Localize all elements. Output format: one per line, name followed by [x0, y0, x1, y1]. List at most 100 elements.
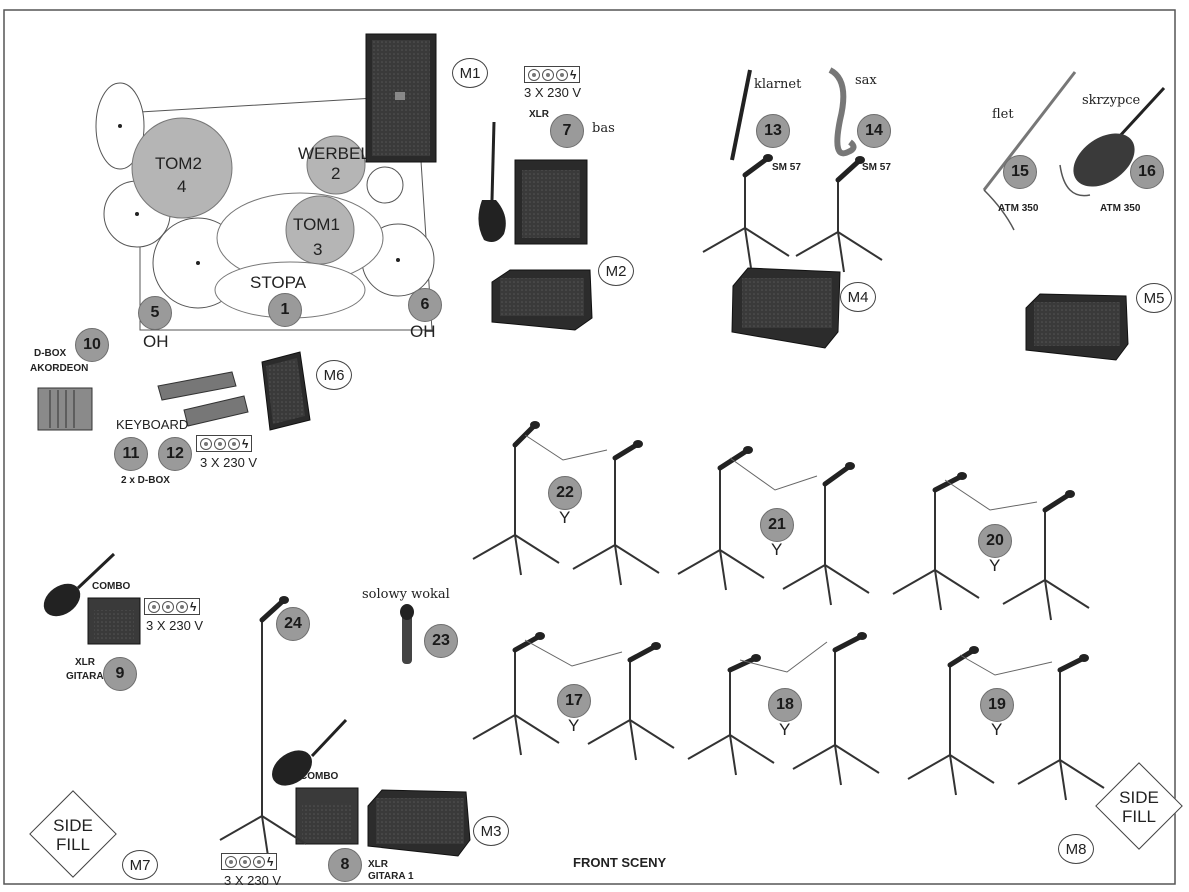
monitor-m7-label: M7 — [122, 850, 158, 880]
clarinet-icon — [730, 69, 752, 161]
flet-number: 15 — [1003, 155, 1037, 189]
hihat — [366, 166, 404, 204]
vocal-stand-number: 24 — [276, 607, 310, 641]
monitor-m1-label: M1 — [452, 58, 488, 88]
wedge-m5-icon — [1025, 293, 1129, 361]
keyboard-speaker-icon — [261, 351, 311, 431]
vocal-pair-18-stand-left-icon — [687, 654, 775, 776]
keyboard-power-socket-icon: ϟ — [196, 435, 253, 452]
vocal-pair-21-stand-left-icon — [677, 446, 765, 591]
tom2-drum — [131, 117, 233, 219]
sax-mic-stand-icon — [795, 156, 883, 273]
oh-left-number: 5 — [138, 296, 172, 330]
vocal-mic-number-20: 20 — [978, 524, 1012, 558]
vocal-pair-20-stand-right-icon — [1002, 490, 1090, 621]
vocal-mic-number-18: 18 — [768, 688, 802, 722]
vocal-24-stand-icon — [219, 596, 307, 857]
bass-amp-icon — [514, 159, 588, 245]
vocal-pair-19-stand-left-icon — [907, 646, 995, 796]
klarnet-label: klarnet — [754, 77, 802, 92]
sax-number: 14 — [857, 114, 891, 148]
oh-left-label: OH — [143, 332, 169, 351]
snare-drum — [306, 135, 366, 195]
flet-mic-label: ATM 350 — [998, 203, 1039, 214]
guitar2-power-label: 3 X 230 V — [146, 618, 204, 633]
vocal-mic-y-mark-18: Y — [779, 720, 791, 739]
acoustic-guitar-1-icon — [272, 718, 348, 786]
vocal-pair-17-cable-line — [524, 639, 623, 667]
monitor-m3-label: M3 — [473, 816, 509, 846]
drum-speaker-icon — [365, 33, 437, 163]
vocal-pair-20-stand-left-icon — [892, 472, 980, 611]
werbel-label: WERBEL — [298, 144, 370, 163]
side-fill-left-line1: SIDE — [53, 816, 93, 835]
vocal-mic-number-17: 17 — [557, 684, 591, 718]
tom2-label: TOM2 — [155, 154, 202, 173]
bass-xlr-label: XLR — [529, 109, 549, 120]
stopa-number: 1 — [268, 293, 302, 327]
solo-vocal-number: 23 — [424, 624, 458, 658]
sax-mic-label: SM 57 — [862, 162, 891, 173]
skrzypce-mic-label: ATM 350 — [1100, 203, 1141, 214]
skrzypce-label: skrzypce — [1082, 93, 1141, 108]
keyboard-icon-top — [157, 371, 237, 401]
guitar2-xlr-label: XLR — [75, 657, 95, 668]
solo-vocal-label: solowy wokal — [362, 587, 450, 602]
werbel-number: 2 — [331, 164, 341, 183]
monitor-m4-label: M4 — [840, 282, 876, 312]
bass-number: 7 — [550, 114, 584, 148]
vocal-pair-19-cable-line — [959, 654, 1053, 676]
combo-amp-1-icon — [295, 787, 359, 845]
solo-handheld-mic-icon — [400, 604, 414, 664]
front-of-stage-label: FRONT SCENY — [573, 855, 667, 870]
bass-label: bas — [592, 121, 615, 136]
vocal-pair-21-stand-right-icon — [782, 462, 870, 606]
wedge-m3-icon — [367, 789, 471, 857]
vocal-pair-20-cable-line — [944, 479, 1038, 511]
keyboard-dbox-label: 2 x D-BOX — [121, 475, 170, 486]
side-fill-right-line1: SIDE — [1119, 788, 1159, 807]
violin-icon — [1059, 86, 1166, 197]
combo-amp-2-icon — [87, 597, 141, 645]
guitar2-power-socket-icon: ϟ — [144, 598, 201, 615]
monitor-m8-label: M8 — [1058, 834, 1094, 864]
vocal-mic-number-21: 21 — [760, 508, 794, 542]
stopa-label: STOPA — [250, 273, 307, 292]
oh-right-label: OH — [410, 322, 436, 341]
keyboard-power-label: 3 X 230 V — [200, 455, 258, 470]
guitar2-combo-label: COMBO — [92, 581, 131, 592]
side-fill-left-line2: FILL — [55, 834, 91, 854]
vocal-mic-y-mark-17: Y — [568, 716, 580, 735]
klarnet-mic-stand-icon — [702, 154, 790, 269]
accordion-dbox-label: D-BOX — [34, 348, 67, 359]
guitar1-xlr-label: XLR — [368, 859, 388, 870]
vocal-mic-y-mark-22: Y — [559, 508, 571, 527]
saxophone-icon — [828, 67, 857, 157]
guitar1-power-socket-icon: ϟ — [221, 853, 278, 870]
accordion-label: AKORDEON — [30, 363, 89, 374]
vocal-pair-22-stand-right-icon — [572, 440, 660, 586]
vocal-pair-19-stand-right-icon — [1017, 654, 1105, 801]
side-fill-right-line2: FILL — [1121, 806, 1157, 826]
tom2-number: 4 — [177, 177, 187, 196]
vocal-mic-y-mark-20: Y — [989, 556, 1001, 575]
side-fill-left-label: SIDE FILL — [48, 816, 98, 854]
skrzypce-number: 16 — [1130, 155, 1164, 189]
guitar2-number: 9 — [103, 657, 137, 691]
guitar1-label: GITARA 1 — [368, 871, 414, 882]
vocal-mic-y-mark-19: Y — [991, 720, 1003, 739]
bass-guitar-icon — [478, 121, 506, 242]
vocal-pair-22-cable-line — [524, 434, 608, 461]
oh-right-number: 6 — [408, 288, 442, 322]
acoustic-guitar-2-icon — [43, 552, 116, 617]
monitor-m2-label: M2 — [598, 256, 634, 286]
flet-label: flet — [992, 107, 1014, 122]
wedge-m2-icon — [491, 269, 593, 331]
accordion-number: 10 — [75, 328, 109, 362]
guitar1-combo-label: COMBO — [300, 771, 339, 782]
guitar1-power-label: 3 X 230 V — [224, 873, 282, 888]
